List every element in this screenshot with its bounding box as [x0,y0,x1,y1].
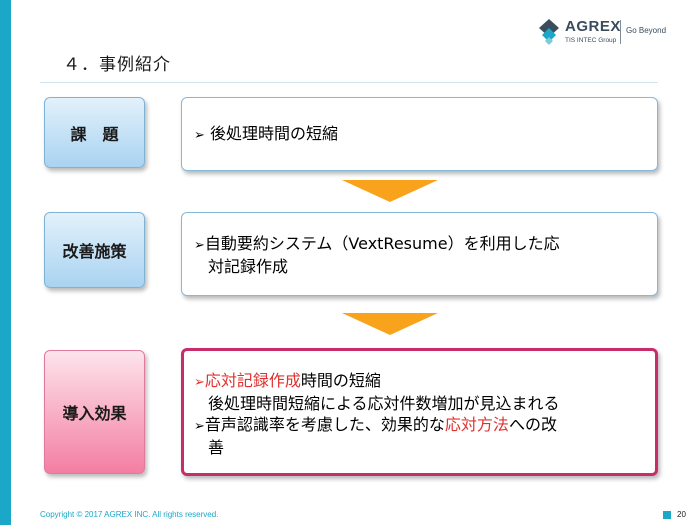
issue-label: 課 題 [44,97,145,168]
measure-label-text: 改善施策 [62,242,127,261]
bullet-arrow-icon: ➢ [194,238,205,253]
effect-line-4: 善 [194,437,655,458]
bullet-arrow-icon: ➢ [194,375,205,390]
highlight-text: 応対記録作成 [204,371,301,390]
logo-divider [620,20,621,44]
company-logo: AGREX TIS INTEC Group Go Beyond [538,16,688,50]
accent-bar [0,0,11,525]
effect-text: 音声認識率を考慮した、効果的な [204,415,445,434]
measure-content-box: ➢自動要約システム（VextResume）を利用した応 対記録作成 [181,212,658,296]
slide-title: ４．事例紹介 [63,55,171,75]
agrex-logo-mark-icon [539,19,559,45]
issue-text: 後処理時間の短縮 [204,124,338,143]
effect-text: 善 [208,438,225,457]
logo-tagline: Go Beyond [626,26,667,35]
effect-text: 時間の短縮 [300,371,381,390]
measure-line-continued: 対記録作成 [194,256,657,277]
title-divider [40,82,658,83]
measure-text-continued: 対記録作成 [208,257,289,276]
effect-text: 後処理時間短縮による応対件数増加が見込まれる [208,394,560,413]
effect-line-2: 後処理時間短縮による応対件数増加が見込まれる [194,393,655,414]
bullet-arrow-icon: ➢ [194,128,205,143]
effect-line-3: ➢音声認識率を考慮した、効果的な応対方法への改 [194,414,655,437]
issue-content-box: ➢ 後処理時間の短縮 [181,97,658,171]
bullet-arrow-icon: ➢ [194,419,205,434]
page-number: 20 [677,510,686,519]
highlight-text: 応対方法 [444,415,509,434]
effect-content-box: ➢応対記録作成時間の短縮 後処理時間短縮による応対件数増加が見込まれる ➢音声認… [181,348,658,476]
issue-line: ➢ 後処理時間の短縮 [194,123,657,146]
effect-label: 導入効果 [44,350,145,474]
page-marker-icon [663,511,671,519]
effect-label-text: 導入効果 [62,404,127,423]
down-arrow-icon [342,180,438,202]
logo-wordmark: AGREX [565,18,621,35]
measure-line: ➢自動要約システム（VextResume）を利用した応 [194,233,657,256]
issue-label-text: 課 題 [70,124,119,144]
effect-text: への改 [508,415,557,434]
measure-label: 改善施策 [44,212,145,288]
measure-text: 自動要約システム（VextResume）を利用した応 [204,234,560,253]
copyright-text: Copyright © 2017 AGREX INC. All rights r… [40,510,219,519]
down-arrow-icon [342,313,438,335]
effect-line-1: ➢応対記録作成時間の短縮 [194,370,655,393]
logo-group-text: TIS INTEC Group [565,37,617,44]
